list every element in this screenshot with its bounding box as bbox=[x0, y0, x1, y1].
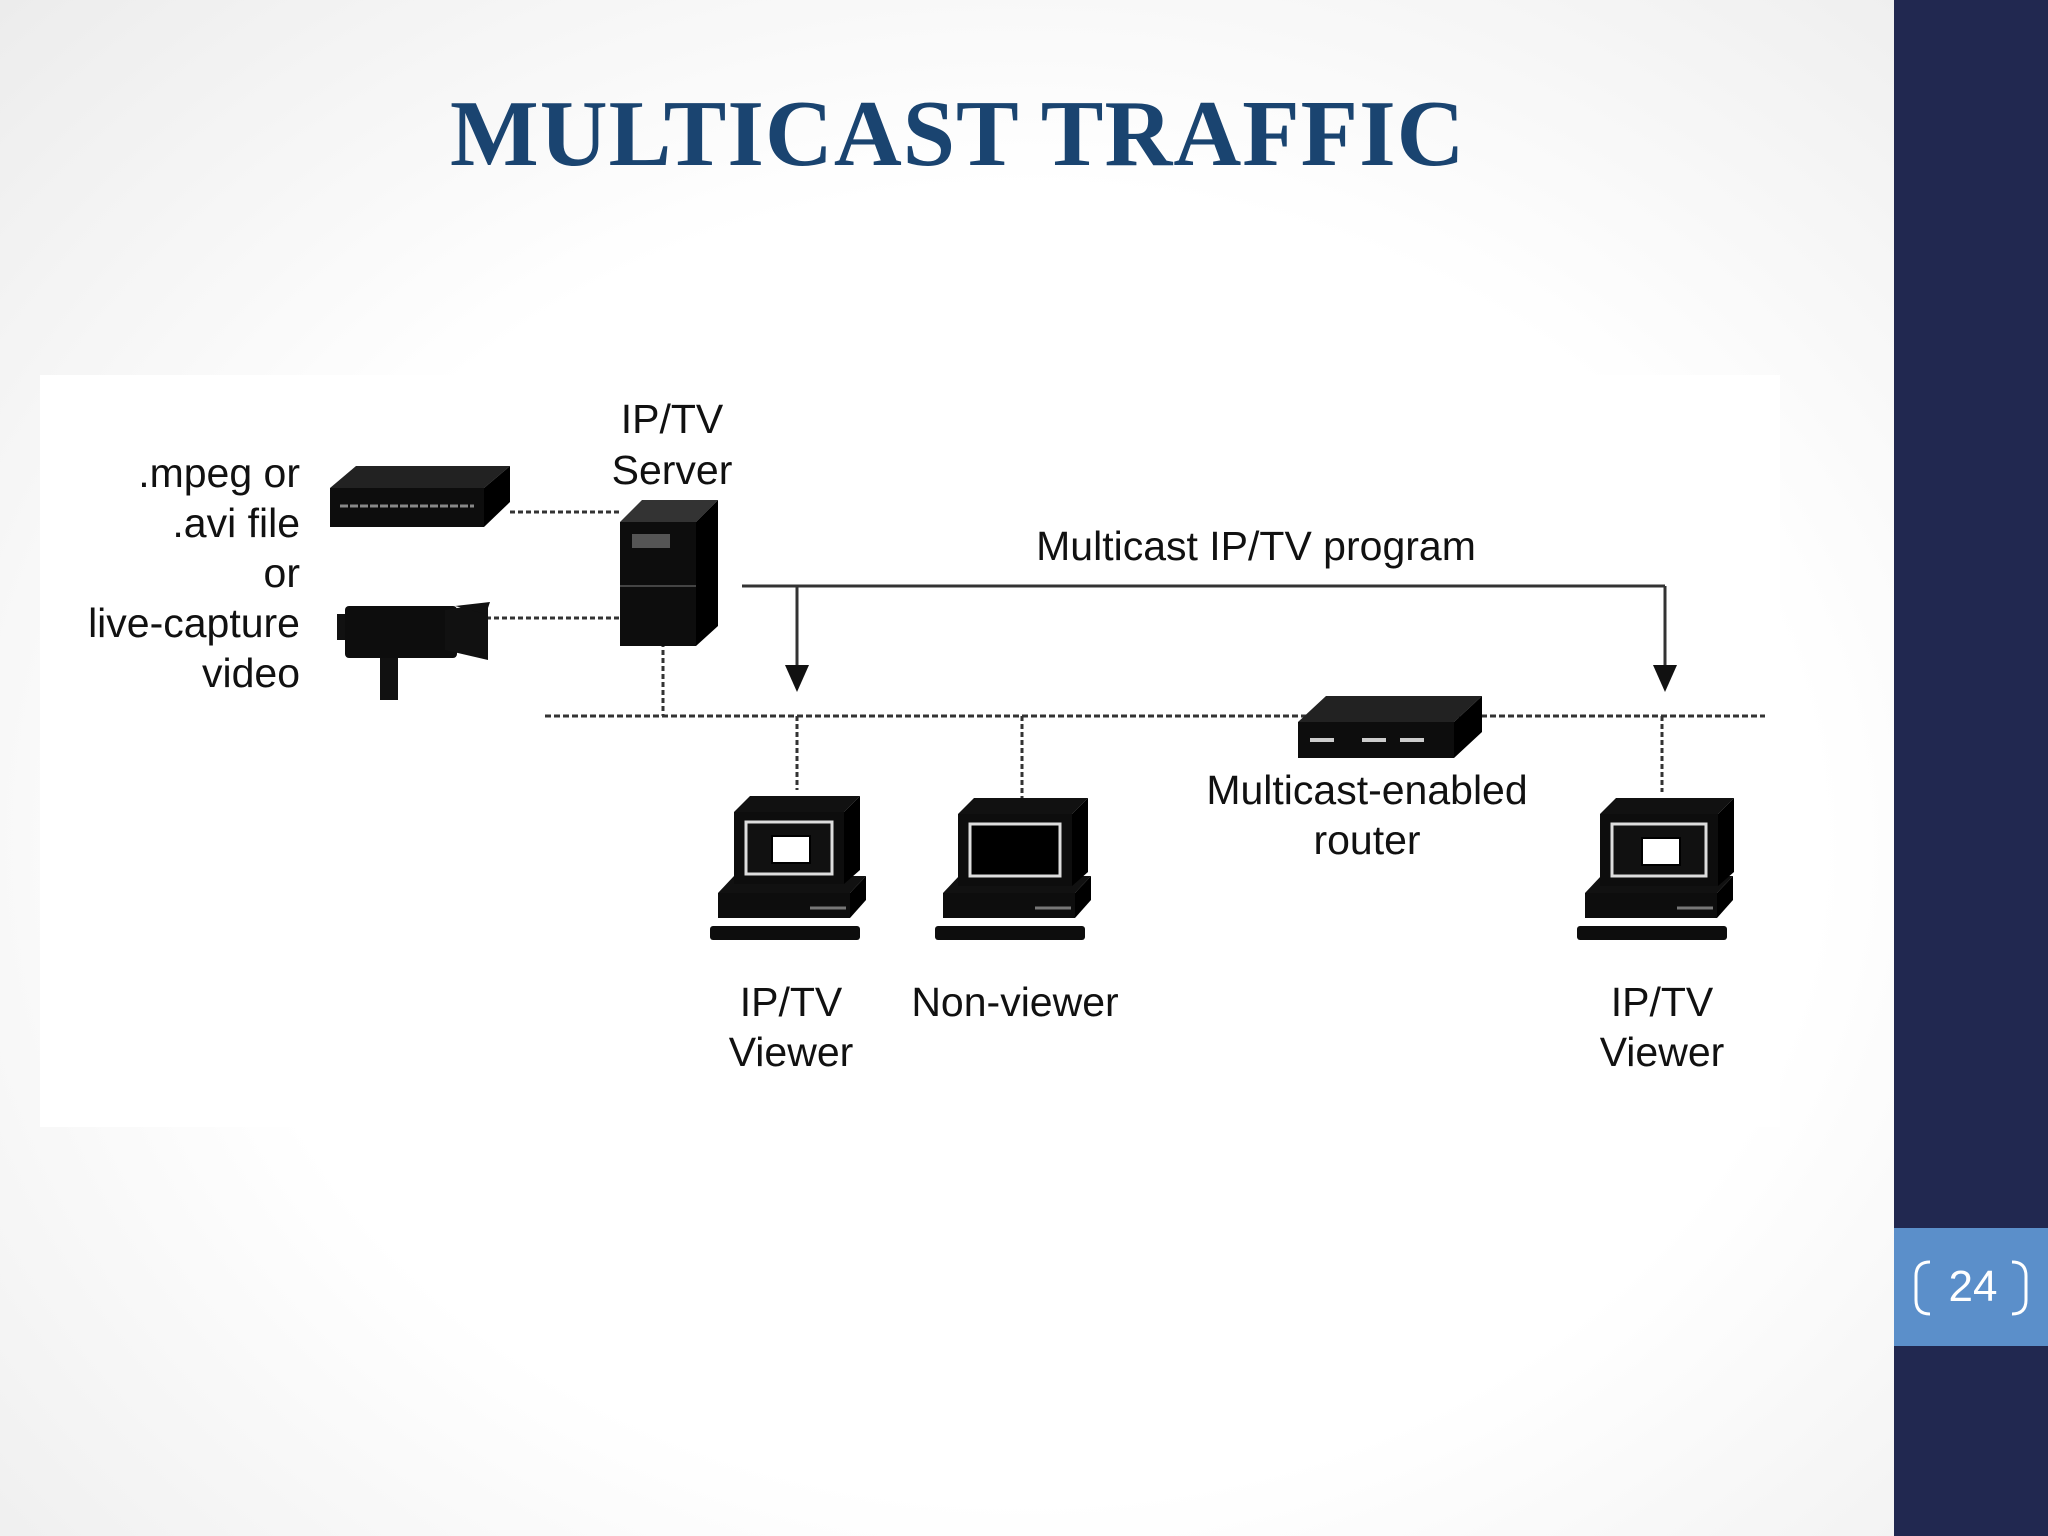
multicast-program-label: Multicast IP/TV program bbox=[1036, 523, 1476, 569]
server-label-line-2: Server bbox=[612, 447, 733, 493]
nonviewer-label: Non-viewer bbox=[911, 979, 1118, 1025]
router-label-line-1: Multicast-enabled bbox=[1206, 767, 1527, 813]
viewer-left-workstation-icon bbox=[710, 796, 866, 940]
viewer-right-label-line-1: IP/TV bbox=[1611, 979, 1714, 1025]
viewer-left-label-line-1: IP/TV bbox=[740, 979, 843, 1025]
server-tower-icon bbox=[620, 500, 718, 646]
source-label-line-5: video bbox=[202, 650, 300, 696]
source-label-line-3: or bbox=[264, 550, 300, 596]
router-label-line-2: router bbox=[1313, 817, 1420, 863]
video-camera-icon bbox=[337, 602, 490, 700]
page-number-box bbox=[1894, 1228, 2048, 1346]
source-label-line-4: live-capture bbox=[88, 600, 300, 646]
slide-title: MULTICAST TRAFFIC bbox=[450, 82, 1466, 186]
viewer-right-label-line-2: Viewer bbox=[1600, 1029, 1725, 1075]
server-label-line-1: IP/TV bbox=[621, 396, 724, 442]
page-number-brackets bbox=[1914, 1260, 2028, 1316]
connection-lines bbox=[470, 510, 1765, 798]
source-label-line-1: .mpeg or bbox=[138, 450, 300, 496]
page-number: 24 bbox=[1948, 1262, 1998, 1311]
viewer-right-workstation-icon bbox=[1577, 798, 1734, 940]
source-label-line-2: .avi file bbox=[172, 500, 300, 546]
multicast-diagram: .mpeg or .avi file or live-capture video… bbox=[40, 375, 1780, 1127]
router-icon bbox=[1298, 696, 1482, 758]
viewer-left-label-line-2: Viewer bbox=[729, 1029, 854, 1075]
diagram-panel bbox=[40, 375, 1780, 1127]
nonviewer-workstation-icon bbox=[935, 798, 1091, 940]
arrow-down-right-icon bbox=[1653, 665, 1677, 692]
media-player-icon bbox=[330, 466, 510, 527]
arrow-down-left-icon bbox=[785, 665, 809, 692]
